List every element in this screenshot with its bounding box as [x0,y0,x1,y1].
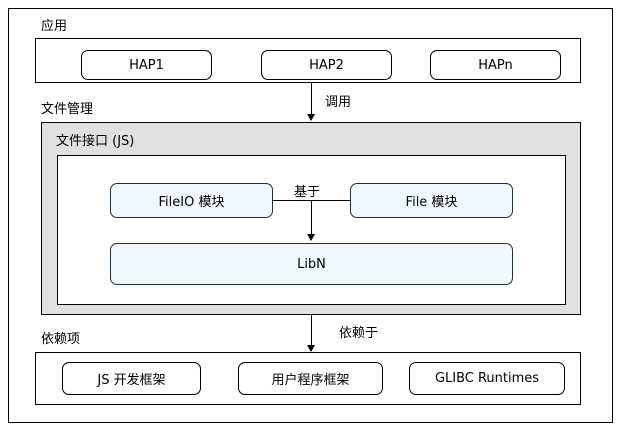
file-interface-panel-caption: 文件接口 (JS) [56,134,135,149]
edge-label-dependson: 依赖于 [339,326,379,341]
edge-label-basedon: 基于 [294,185,321,200]
edge-basedon-arrowhead [307,234,315,241]
node-hapn-label: HAPn [478,57,513,73]
node-js-dev-framework-label: JS 开发框架 [97,373,166,388]
node-hap1-label: HAP1 [129,57,164,73]
node-hap2-label: HAP2 [309,57,344,73]
node-hapn[interactable]: HAPn [430,50,561,80]
node-hap1[interactable]: HAP1 [81,50,212,80]
node-glibc-runtimes[interactable]: GLIBC Runtimes [409,362,565,395]
node-glibc-runtimes-label: GLIBC Runtimes [434,371,540,386]
edge-dependson-arrowhead [307,345,315,352]
edge-dependson-line [311,315,312,346]
edge-basedon-drop-line [311,200,312,235]
edge-call-arrowhead [307,114,315,121]
node-js-dev-framework[interactable]: JS 开发框架 [62,362,201,395]
node-libn-label: LibN [297,256,326,272]
section-caption-application: 应用 [41,19,68,34]
node-fileio-module[interactable]: FileIO 模块 [110,183,273,218]
section-caption-dependencies: 依赖项 [41,332,81,347]
node-fileio-module-label: FileIO 模块 [158,195,225,210]
node-user-program-framework[interactable]: 用户程序框架 [238,362,383,395]
node-user-program-framework-label: 用户程序框架 [271,373,350,388]
edge-label-call: 调用 [325,95,352,110]
node-file-module-label: File 模块 [405,195,458,210]
section-caption-file-management: 文件管理 [41,102,94,117]
node-file-module[interactable]: File 模块 [350,183,513,218]
node-libn[interactable]: LibN [110,243,513,285]
edge-call-line [311,83,312,115]
node-hap2[interactable]: HAP2 [261,50,392,80]
